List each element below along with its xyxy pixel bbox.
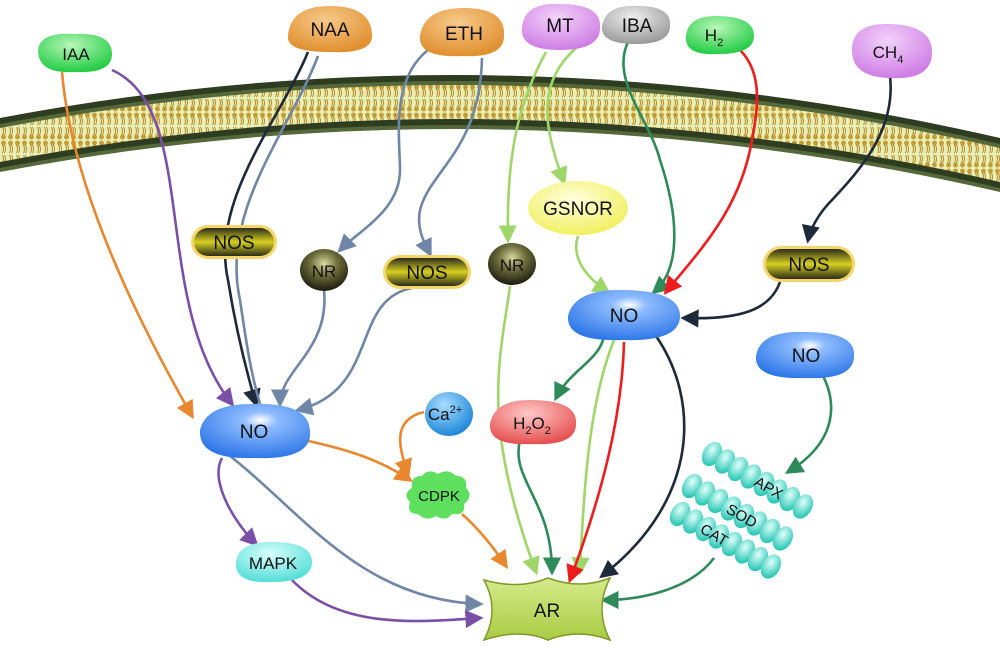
arrow-mapk-to-ar	[291, 579, 484, 629]
arrow-cdpk-to-ar	[461, 513, 509, 570]
arrow-iba-to-no-center	[622, 41, 676, 295]
label-h2o2-h: H	[513, 414, 525, 433]
arrow-h2-to-no-center	[663, 49, 759, 295]
label-ar: AR	[534, 601, 560, 622]
arrow-no-right-to-apx	[784, 373, 833, 474]
label-h2-sub: 2	[717, 37, 723, 49]
label-iba: IBA	[622, 16, 653, 37]
label-nos-left: NOS	[213, 233, 254, 254]
node-nos-left: NOS	[191, 225, 277, 259]
label-nr-mid: NR	[500, 256, 525, 275]
node-no-left: NO	[199, 403, 311, 459]
cat-chain: CAT	[669, 501, 782, 579]
label-ca-sup: 2+	[450, 404, 463, 416]
node-ar: AR	[482, 576, 612, 642]
label-nos-right: NOS	[788, 255, 829, 276]
arrow-nr-mid-to-ar	[496, 285, 540, 576]
arrow-iaa-to-no-left	[60, 71, 194, 420]
svg-text:H2: H2	[705, 26, 723, 49]
arrow-no-left-to-ar-slate	[229, 454, 484, 613]
label-no-right: NO	[792, 346, 821, 367]
svg-text:Ca2+: Ca2+	[428, 404, 462, 424]
label-h2o2-sub1: 2	[525, 425, 531, 437]
node-mt: MT	[521, 3, 601, 50]
node-no-right: NO	[755, 331, 855, 379]
label-nos-mid: NOS	[406, 263, 447, 284]
node-iba: IBA	[601, 5, 671, 44]
node-nos-mid: NOS	[383, 255, 471, 289]
svg-text:CH4: CH4	[873, 43, 904, 66]
label-nr-left: NR	[312, 262, 337, 281]
label-naa: NAA	[310, 20, 349, 41]
arrow-naa-to-no-left-slate	[235, 55, 320, 405]
cell-membrane	[0, 75, 1000, 192]
node-nr-left: NR	[300, 249, 348, 291]
arrow-no-left-to-mapk	[217, 457, 259, 547]
node-gsnor: GSNOR	[528, 181, 628, 235]
arrow-nos-mid-to-no-left	[294, 286, 413, 416]
node-nos-right: NOS	[763, 246, 855, 282]
label-h2: H	[705, 26, 717, 45]
arrow-cat-to-ar	[600, 557, 716, 610]
arrow-ca-to-cdpk	[394, 410, 425, 478]
arrow-eth-to-nr	[337, 48, 429, 253]
arrow-iaa-to-no-left-purple	[111, 68, 235, 407]
label-cdpk: CDPK	[418, 488, 460, 505]
node-naa: NAA	[287, 6, 372, 53]
arrow-no-center-to-ar-red	[566, 341, 626, 584]
label-ch4-sub: 4	[897, 54, 903, 66]
label-ch4: CH	[873, 43, 898, 62]
arrow-nr-left-to-no-left	[270, 289, 326, 408]
node-iaa: IAA	[38, 33, 112, 73]
arrow-h2o2-to-ar	[517, 439, 562, 576]
arrow-no-center-to-ar-black	[599, 335, 686, 579]
label-h2o2-o: O	[532, 414, 545, 433]
arrow-mt-to-nr-mid	[498, 51, 548, 244]
label-ca: Ca	[428, 405, 450, 424]
label-mapk: MAPK	[249, 554, 298, 573]
node-nr-mid: NR	[488, 243, 536, 285]
label-iaa: IAA	[62, 45, 90, 64]
node-h2: H2	[685, 16, 754, 55]
arrow-ch4-to-nos-right	[801, 75, 892, 244]
node-eth: ETH	[419, 8, 505, 57]
arrow-eth-to-nos	[415, 57, 484, 258]
label-no-center: NO	[610, 306, 639, 327]
node-ca: Ca2+	[425, 392, 473, 436]
node-no-center: NO	[567, 290, 680, 341]
label-no-left: NO	[240, 422, 269, 443]
arrows	[60, 41, 892, 629]
svg-text:H2O2: H2O2	[513, 414, 551, 437]
arrow-mt-to-gsnor	[545, 47, 577, 186]
label-mt: MT	[546, 16, 574, 37]
label-gsnor: GSNOR	[543, 199, 613, 220]
label-eth: ETH	[445, 24, 483, 45]
enzyme-chains: APX SOD	[669, 441, 814, 579]
node-ch4: CH4	[852, 24, 932, 79]
arrow-no-center-to-h2o2	[554, 335, 606, 402]
arrow-no-center-to-ar-light	[571, 339, 616, 576]
arrow-gsnor-to-no-center	[575, 235, 612, 295]
node-cdpk: CDPK	[406, 471, 470, 519]
arrow-no-left-to-cdpk	[303, 438, 414, 483]
arrow-nos-right-to-no-center	[680, 281, 782, 328]
node-mapk: MAPK	[235, 542, 312, 583]
label-h2o2-sub2: 2	[545, 425, 551, 437]
node-h2o2: H2O2	[489, 400, 577, 445]
